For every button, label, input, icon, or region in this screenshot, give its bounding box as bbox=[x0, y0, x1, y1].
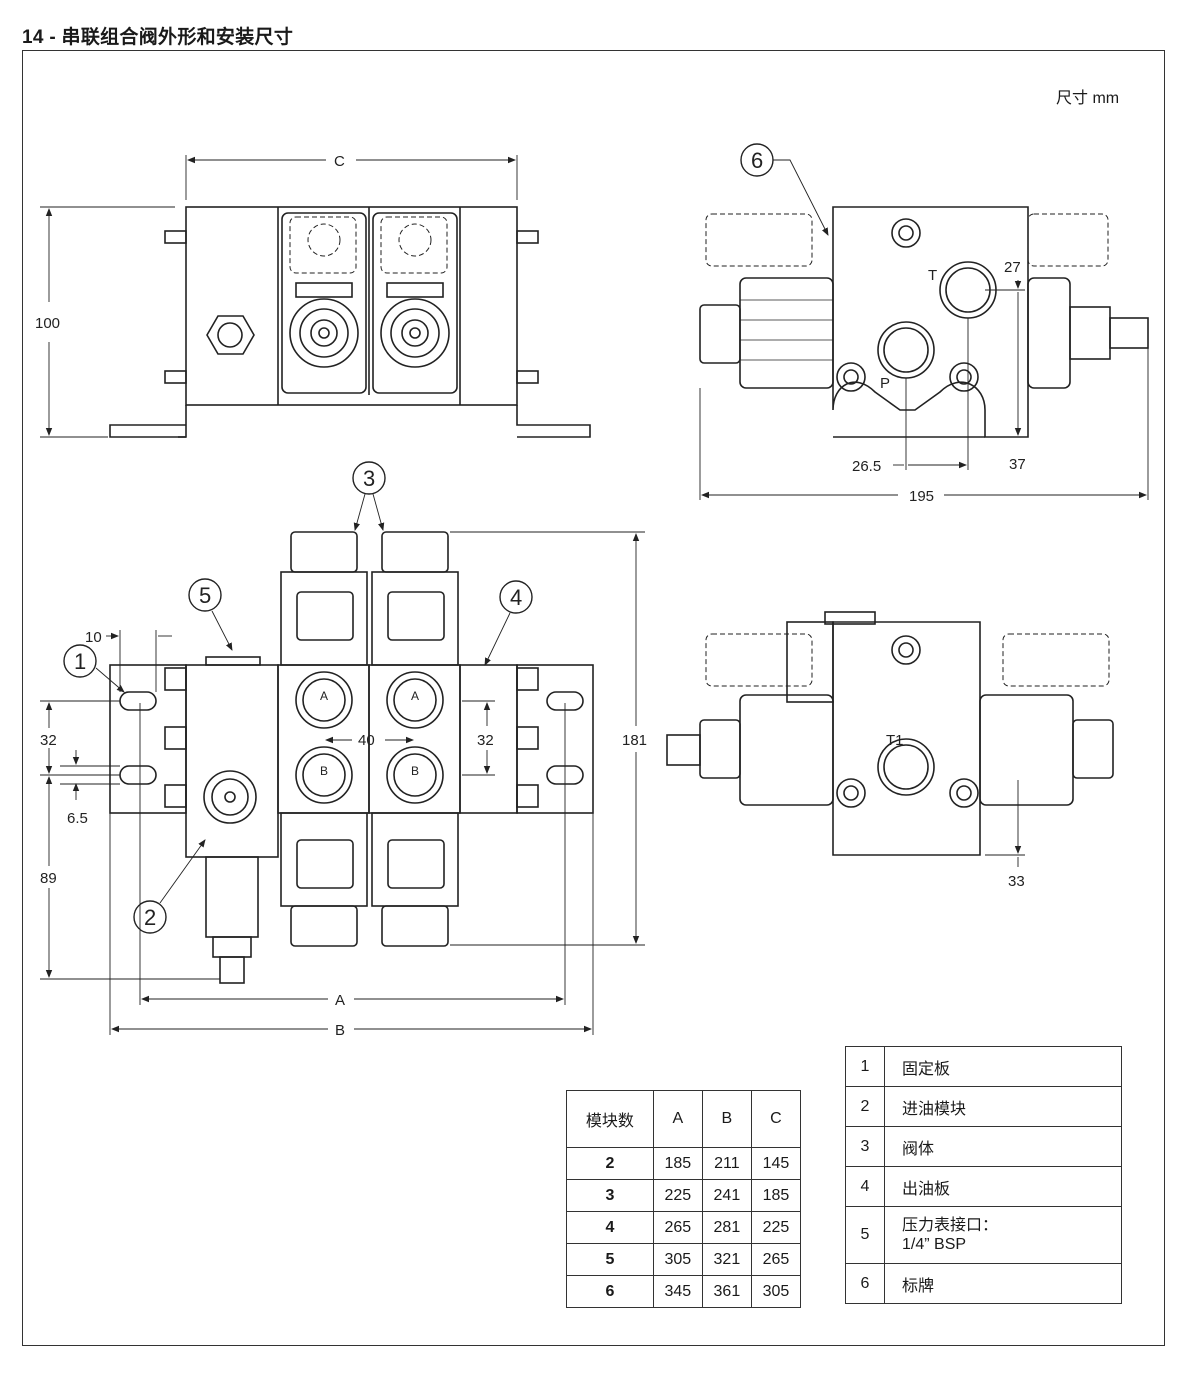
dim-89-label: 89 bbox=[40, 870, 57, 887]
legend-text: 进油模块 bbox=[884, 1086, 1122, 1127]
table-row: 6 345 361 305 bbox=[566, 1275, 802, 1308]
dim-181-label: 181 bbox=[622, 732, 647, 749]
table-cell: 321 bbox=[701, 1243, 752, 1276]
balloon-6: 6 bbox=[751, 148, 763, 173]
dim-32-right-label: 32 bbox=[477, 732, 494, 749]
table-cell: 4 bbox=[566, 1211, 654, 1244]
dim-c-label: C bbox=[334, 153, 345, 170]
header-module-count: 模块数 bbox=[566, 1090, 654, 1148]
table-cell: 265 bbox=[652, 1211, 703, 1244]
page-title: 14 - 串联组合阀外形和安装尺寸 bbox=[22, 27, 294, 48]
legend-text-line-1: 压力表接口： bbox=[902, 1217, 999, 1234]
port-a-label-1: A bbox=[320, 689, 328, 703]
side-view-bottom bbox=[666, 611, 1114, 867]
legend-number: 6 bbox=[845, 1263, 885, 1304]
port-a-label-2: A bbox=[411, 689, 419, 703]
dimension-table-header: 模块数 A B C bbox=[566, 1090, 802, 1148]
table-cell: 185 bbox=[652, 1147, 703, 1180]
table-cell: 2 bbox=[566, 1147, 654, 1180]
table-cell: 305 bbox=[652, 1243, 703, 1276]
dim-26-5-label: 26.5 bbox=[852, 458, 881, 475]
legend-table: 1 固定板 2 进油模块 3 阀体 4 出油板 5 压力表接口： 1/4” BS… bbox=[845, 1046, 1122, 1304]
legend-text-line-2: 1/4” BSP bbox=[902, 1236, 967, 1253]
dim-a-label: A bbox=[335, 992, 345, 1009]
table-cell: 265 bbox=[750, 1243, 802, 1276]
balloon-2: 2 bbox=[144, 905, 156, 930]
legend-number: 2 bbox=[845, 1086, 885, 1127]
table-row: 3 225 241 185 bbox=[566, 1179, 802, 1212]
table-cell: 225 bbox=[750, 1211, 802, 1244]
header-c: C bbox=[750, 1090, 802, 1148]
table-cell: 241 bbox=[701, 1179, 752, 1212]
legend-number: 3 bbox=[845, 1126, 885, 1167]
legend-text: 出油板 bbox=[884, 1166, 1122, 1207]
dim-100-label: 100 bbox=[35, 315, 60, 332]
balloon-1: 1 bbox=[74, 649, 86, 674]
header-a: A bbox=[652, 1090, 703, 1148]
balloon-3: 3 bbox=[363, 466, 375, 491]
table-cell: 305 bbox=[750, 1275, 802, 1308]
legend-number: 5 bbox=[845, 1206, 885, 1264]
dim-b-label: B bbox=[335, 1022, 345, 1039]
table-cell: 361 bbox=[701, 1275, 752, 1308]
legend-text: 标牌 bbox=[884, 1263, 1122, 1304]
legend-text: 阀体 bbox=[884, 1126, 1122, 1167]
table-cell: 6 bbox=[566, 1275, 654, 1308]
legend-row: 2 进油模块 bbox=[845, 1086, 1122, 1127]
table-cell: 345 bbox=[652, 1275, 703, 1308]
side-view-top bbox=[699, 143, 1149, 500]
table-row: 5 305 321 265 bbox=[566, 1243, 802, 1276]
port-p-label: P bbox=[880, 375, 890, 392]
legend-text: 固定板 bbox=[884, 1046, 1122, 1087]
table-row: 4 265 281 225 bbox=[566, 1211, 802, 1244]
dim-10-label: 10 bbox=[85, 629, 102, 646]
dim-195-label: 195 bbox=[909, 488, 934, 505]
table-cell: 3 bbox=[566, 1179, 654, 1212]
legend-row: 5 压力表接口： 1/4” BSP bbox=[845, 1206, 1122, 1264]
legend-row: 4 出油板 bbox=[845, 1166, 1122, 1207]
dim-32-left-label: 32 bbox=[40, 732, 57, 749]
legend-number: 1 bbox=[845, 1046, 885, 1087]
table-cell: 211 bbox=[701, 1147, 752, 1180]
legend-text: 压力表接口： 1/4” BSP bbox=[884, 1206, 1122, 1264]
port-b-label-1: B bbox=[320, 764, 328, 778]
legend-row: 6 标牌 bbox=[845, 1263, 1122, 1304]
table-cell: 5 bbox=[566, 1243, 654, 1276]
table-cell: 225 bbox=[652, 1179, 703, 1212]
table-cell: 281 bbox=[701, 1211, 752, 1244]
table-row: 2 185 211 145 bbox=[566, 1147, 802, 1180]
port-b-label-2: B bbox=[411, 764, 419, 778]
unit-note: 尺寸 mm bbox=[1056, 90, 1120, 107]
table-cell: 185 bbox=[750, 1179, 802, 1212]
legend-row: 1 固定板 bbox=[845, 1046, 1122, 1087]
dimension-table: 模块数 A B C 2 185 211 145 3 225 241 185 4 … bbox=[566, 1090, 802, 1308]
legend-row: 3 阀体 bbox=[845, 1126, 1122, 1167]
drawing-frame bbox=[22, 50, 1165, 1346]
header-b: B bbox=[701, 1090, 752, 1148]
port-t-label: T bbox=[928, 267, 937, 284]
dim-33-label: 33 bbox=[1008, 873, 1025, 890]
dim-40-label: 40 bbox=[358, 732, 375, 749]
top-view bbox=[40, 461, 645, 1035]
legend-number: 4 bbox=[845, 1166, 885, 1207]
front-view bbox=[40, 155, 591, 438]
dim-6-5-label: 6.5 bbox=[67, 810, 88, 827]
dim-37-label: 37 bbox=[1009, 456, 1026, 473]
port-t1-label: T1 bbox=[886, 732, 904, 749]
balloon-4: 4 bbox=[510, 585, 522, 610]
table-cell: 145 bbox=[750, 1147, 802, 1180]
dim-27-label: 27 bbox=[1004, 259, 1021, 276]
balloon-5: 5 bbox=[199, 583, 211, 608]
